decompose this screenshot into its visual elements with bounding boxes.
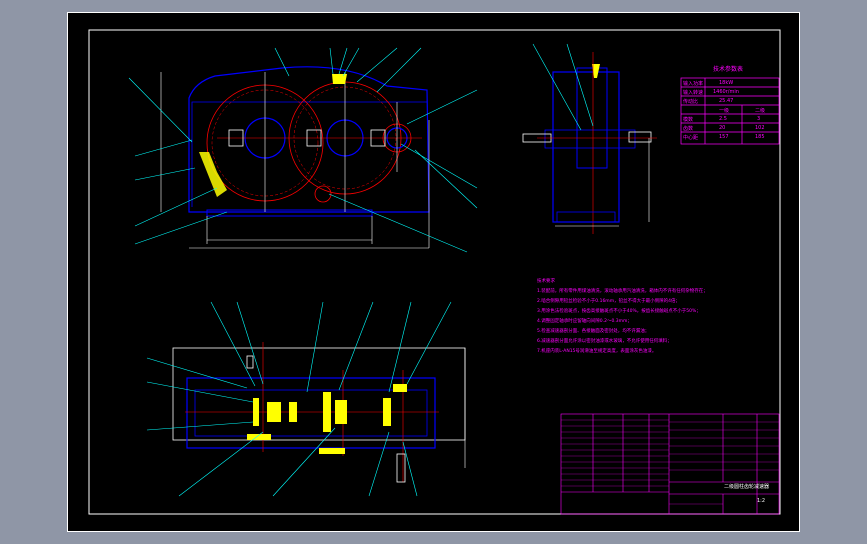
stage-v1: 20 [719,125,726,131]
notes-line: 5.检查减速器剖分面、各接触面及密封处，均不许漏油； [537,329,650,334]
tech-row-label: 传动比 [683,99,699,105]
stage-label: 模数 [683,117,694,123]
notes-line: 4.调整固定轴承时应留轴向间隙0.2～0.3mm； [537,319,632,324]
stage-v2: 185 [755,134,765,140]
stage-label: 齿数 [683,126,694,132]
front-view [128,47,478,253]
side-view [522,43,657,234]
cad-drawing [88,29,781,515]
plan-view [146,301,466,497]
drawing-frame [88,29,781,515]
tech-row-label: 输入功率 [683,81,704,87]
sheet-border [67,12,800,532]
drawing-scale: 1:2 [757,498,766,504]
stage-v1: 2.5 [719,116,727,122]
drawing-name: 二级圆柱齿轮减速器 [724,484,770,490]
tech-row-value: 25.47 [719,98,734,104]
notes-line: 6.减速器剖分面允许涂以密封油漆或水玻璃，不允许使用任何填料； [537,339,672,344]
stage-v2: 102 [755,125,765,131]
title-block-grid [560,413,780,515]
notes-line: 1.装配前，所有零件用煤油清洗，滚动轴承用汽油清洗，箱体内不许有任何杂物存在； [537,289,708,294]
tech-row-value: 1460r/min [713,89,739,95]
parts-list-rows [561,419,779,505]
tech-row-value: 18kW [719,80,734,86]
notes-title: 技术要求 [537,279,555,284]
tech-row-label: 输入转速 [683,90,704,96]
stage-v2: 3 [757,116,761,122]
stage-header: 一级 [719,108,730,114]
notes-line: 3.用涂色法检验斑点，按齿高接触斑点不小于40%，按齿长接触斑点不小于50%； [537,309,701,314]
stage-header: 二级 [755,108,766,114]
stage-v1: 157 [719,134,729,140]
tech-table-title: 技术参数表 [713,66,744,73]
notes-line: 7.机座内装L-AN15号润滑油至规定高度，表面涂灰色油漆。 [537,349,657,354]
notes-line: 2.啮合侧隙用铅丝检验不小于0.16mm，铅丝不得大于最小侧隙的4倍； [537,299,680,304]
drawing-viewport[interactable]: 技术参数表 输入功率 18kW 输入转速 1460r/min 传动比 25.47… [67,12,800,532]
stage-label: 中心距 [683,135,699,141]
